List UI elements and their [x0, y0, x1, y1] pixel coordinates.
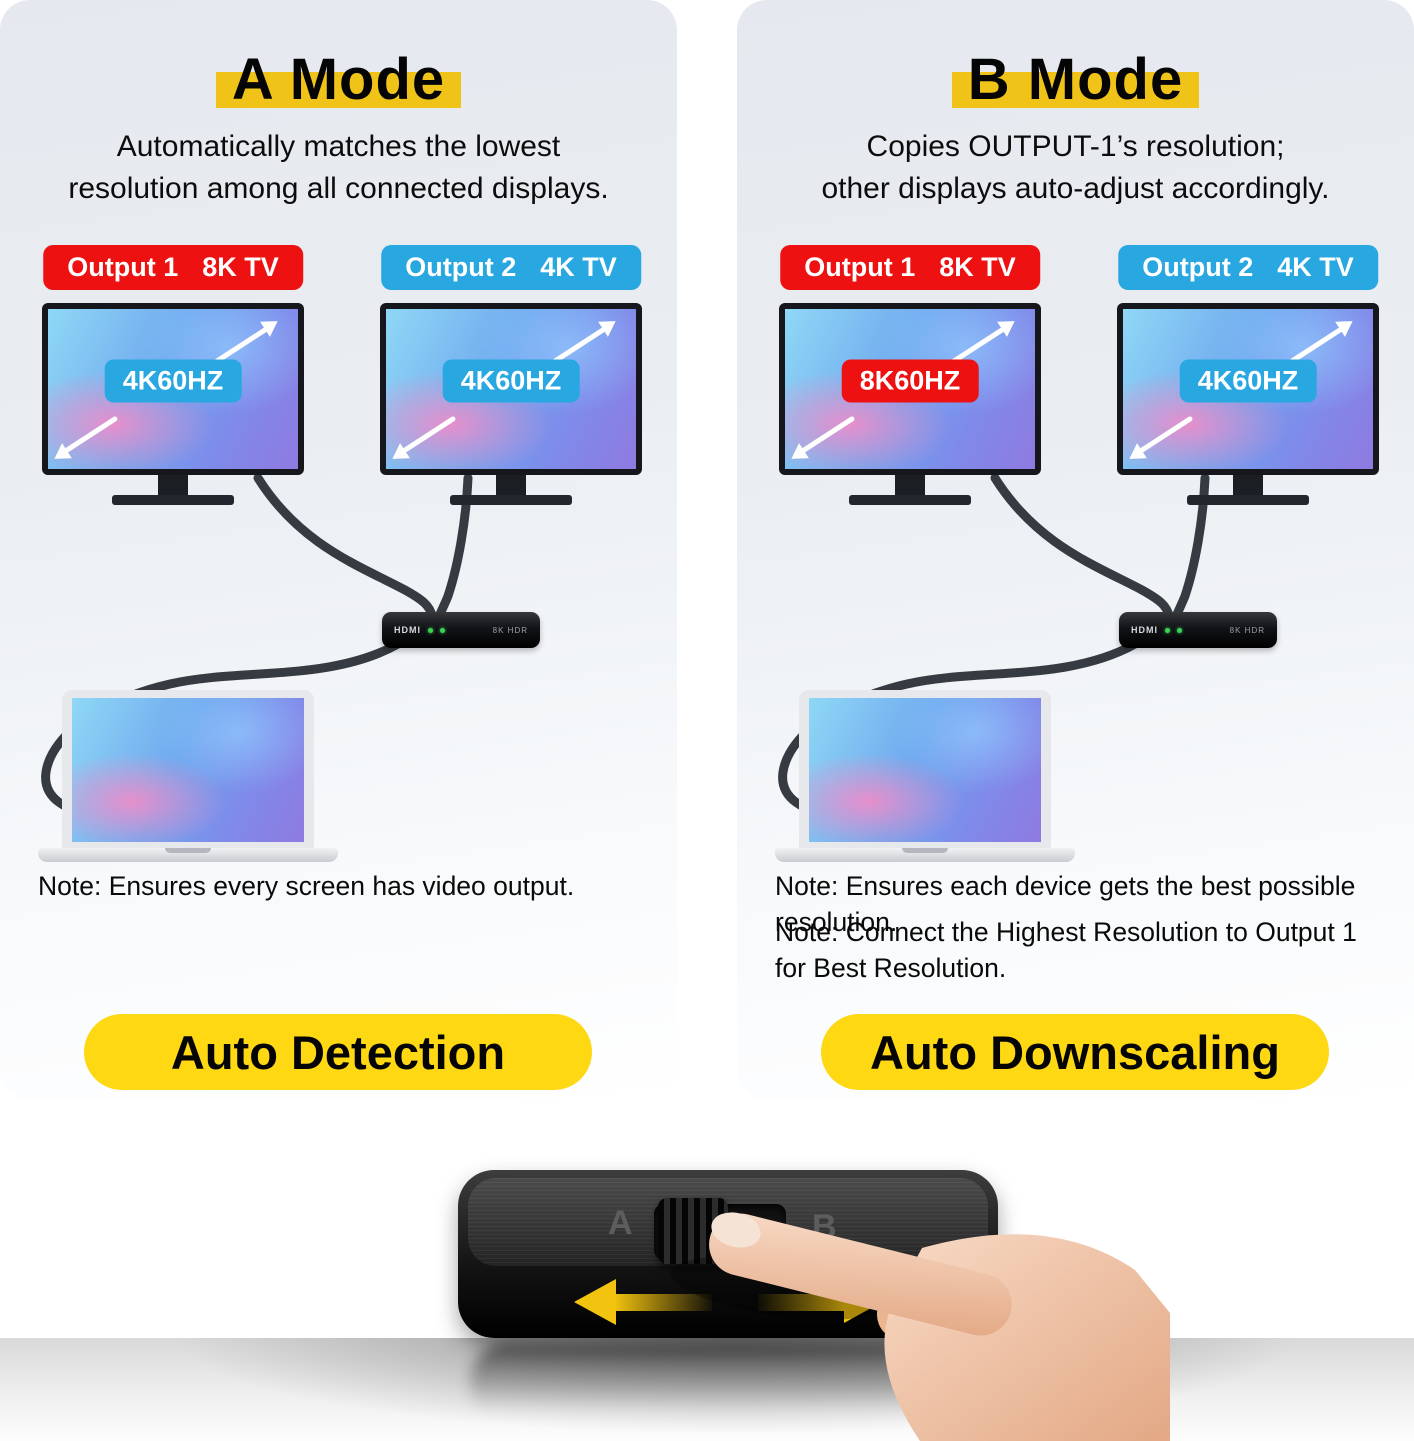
monitor-output1: Output 1 8K TV 4K60HZ	[42, 245, 304, 505]
resolution-badge: 4K60HZ	[442, 359, 580, 403]
panel-a-subtitle-line2: resolution among all connected displays.	[68, 172, 609, 205]
resolution-badge: 4K60HZ	[1179, 359, 1317, 403]
arrow-down-left-icon	[1138, 415, 1194, 454]
panel-a-mode: A Mode Automatically matches the lowest …	[0, 0, 677, 1100]
monitor-stand-base	[849, 495, 971, 505]
led-indicator	[1177, 627, 1182, 633]
output1-label: Output 1	[804, 252, 916, 282]
hdmi-switch-box: HDMI 8K HDR	[1119, 612, 1277, 648]
monitor-stand-base	[1187, 495, 1309, 505]
panel-b-mode: B Mode Copies OUTPUT-1’s resolution; oth…	[737, 0, 1414, 1100]
laptop-source	[38, 690, 338, 862]
monitor-stand-base	[450, 495, 572, 505]
laptop-wallpaper	[809, 698, 1041, 842]
panel-b-subtitle: Copies OUTPUT-1’s resolution; other disp…	[737, 126, 1414, 210]
monitor-screen: 8K60HZ	[779, 303, 1041, 475]
panel-b-title: B Mode	[737, 46, 1414, 113]
monitor-stand-neck	[496, 475, 526, 495]
hdmi-logo-text: HDMI	[394, 625, 421, 635]
output1-label: Output 1	[67, 252, 179, 282]
monitor-output2: Output 2 4K TV 4K60HZ	[1117, 245, 1379, 505]
output1-label-pill: Output 1 8K TV	[780, 245, 1040, 290]
banner-auto-downscaling: Auto Downscaling	[821, 1014, 1329, 1090]
monitor-wallpaper: 4K60HZ	[48, 309, 298, 469]
laptop-source	[775, 690, 1075, 862]
output2-tv-type: 4K TV	[1277, 252, 1354, 282]
monitor-wallpaper: 4K60HZ	[386, 309, 636, 469]
cable-lines	[41, 473, 473, 819]
arrow-down-left-icon	[401, 415, 457, 454]
resolution-badge: 8K60HZ	[841, 359, 979, 403]
panel-a-subtitle: Automatically matches the lowest resolut…	[0, 126, 677, 210]
left-arrow-icon	[574, 1279, 616, 1325]
switch-device: A B	[458, 1170, 998, 1338]
switch-res-text: 8K HDR	[1229, 625, 1265, 635]
arrow-down-left-icon	[800, 415, 856, 454]
banner-auto-detection: Auto Detection	[84, 1014, 592, 1090]
laptop-screen	[62, 690, 314, 848]
led-indicator	[428, 627, 433, 633]
arrow-down-left-icon	[63, 415, 119, 454]
panel-a-subtitle-line1: Automatically matches the lowest	[116, 130, 561, 163]
panel-a-title-text: A Mode	[215, 47, 462, 112]
laptop-screen	[799, 690, 1051, 848]
switch-res-text: 8K HDR	[492, 625, 528, 635]
panel-b-title-text: B Mode	[951, 47, 1200, 112]
monitor-stand-neck	[158, 475, 188, 495]
laptop-keyboard-base	[775, 848, 1075, 862]
hdmi-logo-text: HDMI	[1131, 625, 1158, 635]
monitor-wallpaper: 4K60HZ	[1123, 309, 1373, 469]
monitor-screen: 4K60HZ	[1117, 303, 1379, 475]
panel-b-subtitle-line1: Copies OUTPUT-1’s resolution;	[866, 130, 1285, 163]
resolution-badge: 4K60HZ	[104, 359, 242, 403]
output1-tv-type: 8K TV	[202, 252, 279, 282]
monitor-stand-neck	[895, 475, 925, 495]
hdmi-switch-box: HDMI 8K HDR	[382, 612, 540, 648]
laptop-wallpaper	[72, 698, 304, 842]
led-indicator	[440, 627, 445, 633]
led-indicator	[1165, 627, 1170, 633]
output2-label: Output 2	[1142, 252, 1254, 282]
note-text: Note: Connect the Highest Resolution to …	[775, 917, 1357, 983]
monitor-stand-neck	[1233, 475, 1263, 495]
output1-label-pill: Output 1 8K TV	[43, 245, 303, 290]
finger-pressing-slider	[671, 1212, 1170, 1441]
monitor-screen: 4K60HZ	[42, 303, 304, 475]
output1-tv-type: 8K TV	[939, 252, 1016, 282]
monitor-wallpaper: 8K60HZ	[785, 309, 1035, 469]
note-text: Note: Ensures each device gets the best …	[775, 871, 1356, 937]
mode-a-marking: A	[608, 1204, 633, 1242]
output2-label-pill: Output 2 4K TV	[1118, 245, 1378, 290]
monitor-output1: Output 1 8K TV 8K60HZ	[779, 245, 1041, 505]
monitor-stand-base	[112, 495, 234, 505]
monitor-screen: 4K60HZ	[380, 303, 642, 475]
output2-label-pill: Output 2 4K TV	[381, 245, 641, 290]
output2-label: Output 2	[405, 252, 517, 282]
panel-b-subtitle-line2: other displays auto-adjust accordingly.	[821, 172, 1330, 205]
product-photo: A B	[0, 1100, 1414, 1441]
output2-tv-type: 4K TV	[540, 252, 617, 282]
monitor-output2: Output 2 4K TV 4K60HZ	[380, 245, 642, 505]
panel-a-title: A Mode	[0, 46, 677, 113]
note-text: Note: Ensures every screen has video out…	[38, 871, 575, 901]
laptop-keyboard-base	[38, 848, 338, 862]
